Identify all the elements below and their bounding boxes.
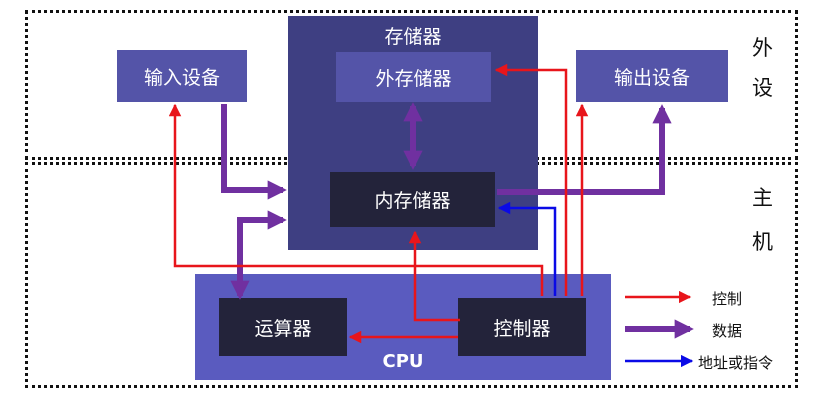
- data-arrow-memory-to-output: [497, 104, 672, 195]
- external-storage-box: 外存储器: [336, 52, 491, 102]
- alu-label: 运算器: [254, 317, 312, 340]
- input-device-label: 输入设备: [143, 66, 220, 89]
- legend-data-label: 数据: [712, 322, 743, 340]
- output-device-box: 输出设备: [576, 50, 728, 102]
- external-storage-label: 外存储器: [375, 67, 452, 90]
- internal-storage-label: 内存储器: [374, 190, 451, 212]
- control-arrow-to-external: [494, 63, 568, 296]
- internal-storage-box: 内存储器: [330, 172, 495, 227]
- controller-label: 控制器: [493, 317, 551, 340]
- input-device-box: 输入设备: [117, 50, 247, 102]
- control-arrow-to-memory: [408, 230, 460, 322]
- data-arrow-input-to-memory: [221, 104, 287, 200]
- host-label-1: 主: [752, 186, 773, 210]
- output-device-label: 输出设备: [613, 66, 690, 89]
- legend-control-label: 控制: [712, 290, 743, 308]
- legend-address-label: 地址或指令: [698, 354, 774, 372]
- cpu-label: CPU: [382, 351, 424, 372]
- host-label-2: 机: [752, 230, 773, 254]
- data-arrow-alu-to-memory: [237, 210, 287, 296]
- control-arrow-to-input: [168, 103, 544, 296]
- controller-box: 控制器: [458, 298, 586, 356]
- storage-label: 存储器: [384, 26, 442, 48]
- address-arrow-memory-controller: [497, 201, 557, 296]
- peripheral-label-1: 外: [752, 36, 773, 60]
- alu-box: 运算器: [219, 298, 347, 356]
- peripheral-label-2: 设: [752, 76, 773, 100]
